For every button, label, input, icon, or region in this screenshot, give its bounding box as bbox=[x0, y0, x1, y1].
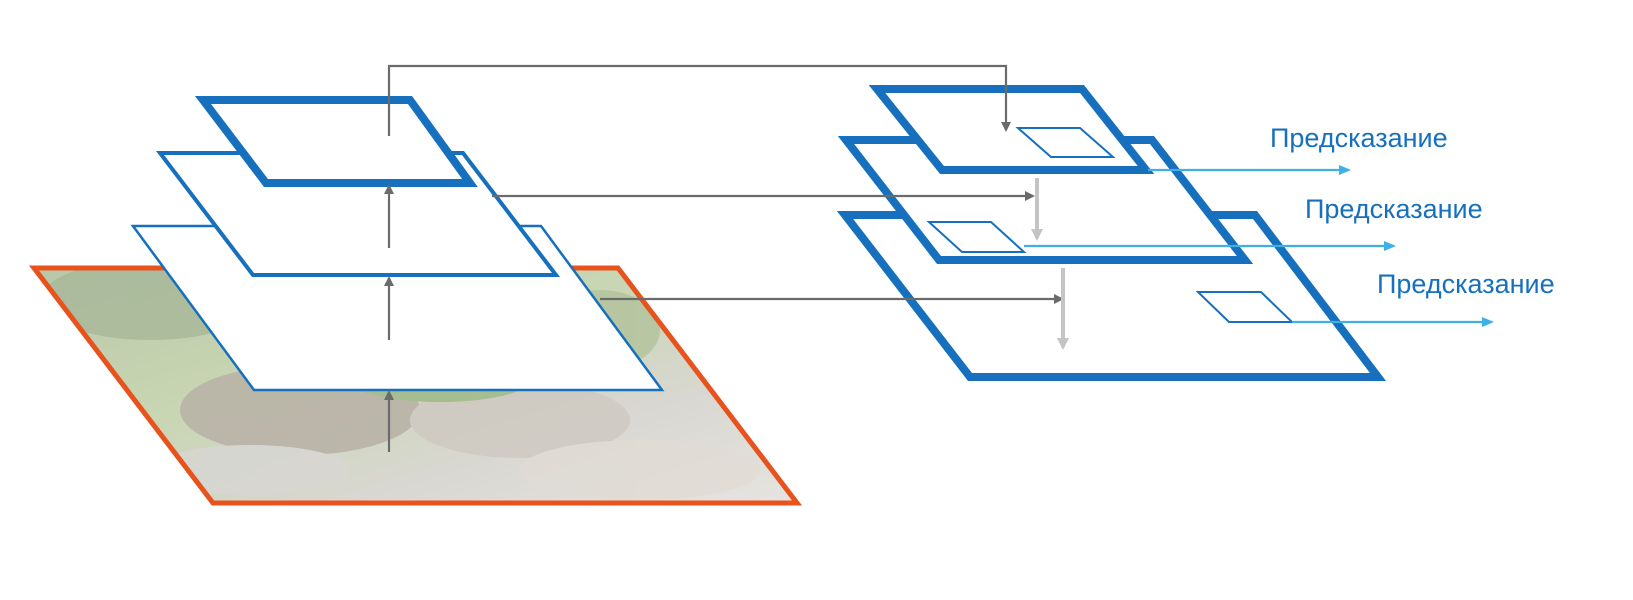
pyramid-level-p5 bbox=[868, 85, 1155, 174]
prediction-label-1: Предсказание bbox=[1270, 123, 1448, 153]
prediction-box-2 bbox=[926, 221, 1027, 253]
prediction-box-1 bbox=[1015, 127, 1116, 158]
lateral-arrow-top bbox=[387, 64, 1011, 136]
prediction-label-3: Предсказание bbox=[1377, 269, 1555, 299]
prediction-label-2: Предсказание bbox=[1305, 194, 1483, 224]
backbone-level-3 bbox=[194, 96, 478, 187]
